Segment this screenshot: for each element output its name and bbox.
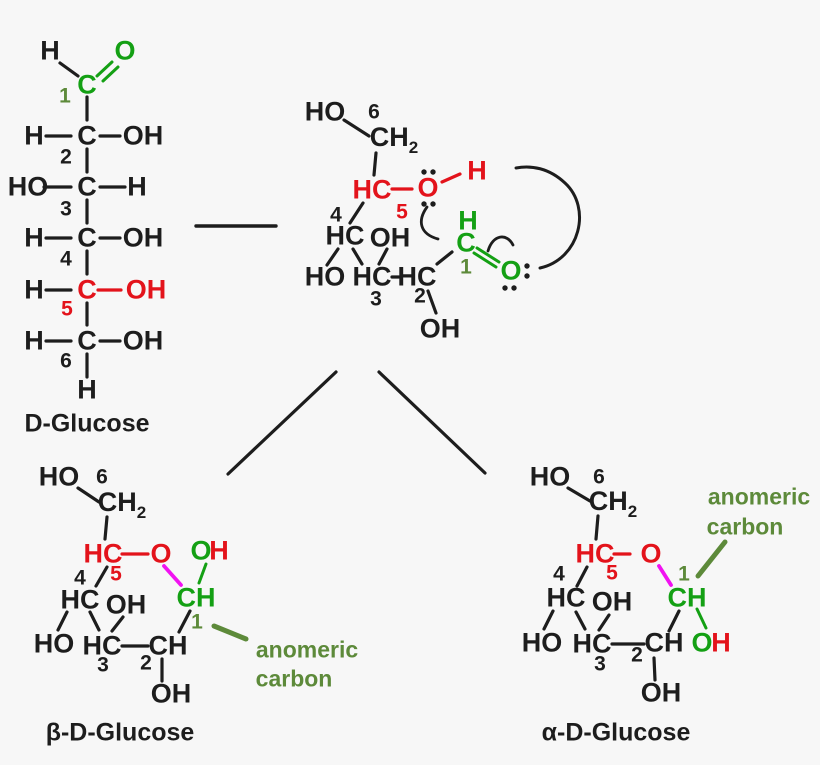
bond xyxy=(58,61,80,78)
double-bond-line xyxy=(475,246,501,264)
double-bond-line xyxy=(95,60,114,78)
bond xyxy=(440,172,462,184)
reaction-arrow-to-alpha xyxy=(377,370,487,475)
lone-pair-dot xyxy=(502,285,508,291)
bond xyxy=(88,610,101,632)
bond xyxy=(542,609,555,631)
lone-pair-dot xyxy=(524,273,530,279)
bond xyxy=(435,250,454,266)
bond xyxy=(103,515,109,541)
bond xyxy=(76,486,101,504)
bond xyxy=(566,486,592,503)
bond xyxy=(177,609,192,634)
bond xyxy=(695,607,708,630)
curved-arrow-pi-bond-shift xyxy=(486,235,515,253)
lone-pair-dot xyxy=(430,201,436,207)
reaction-arrow-to-beta xyxy=(226,370,338,476)
open-chain-bonds xyxy=(325,118,581,315)
lone-pair-dot xyxy=(421,169,427,175)
bond xyxy=(667,609,681,633)
bond xyxy=(348,201,365,225)
ring-o-c1-bond xyxy=(657,564,673,587)
bond xyxy=(325,247,340,267)
lone-pair-dot xyxy=(511,285,517,291)
bond xyxy=(94,565,109,588)
curved-arrow-nucleophilic-attack xyxy=(419,205,440,241)
bond xyxy=(594,514,600,541)
bond xyxy=(652,656,657,682)
bond xyxy=(351,247,364,266)
bond xyxy=(110,615,125,633)
lone-pair-dot xyxy=(430,169,436,175)
curved-arrow-proton-transfer xyxy=(514,165,581,270)
bond xyxy=(372,151,378,177)
lone-pair-dot xyxy=(524,263,530,269)
bond xyxy=(342,118,371,138)
bond xyxy=(426,289,438,315)
bond xyxy=(56,610,69,632)
beta-bonds xyxy=(56,486,208,683)
ring-o-c1-bond xyxy=(162,564,183,587)
double-bond-line xyxy=(101,65,120,83)
anomeric-arrow-beta xyxy=(211,623,249,642)
bond xyxy=(575,565,589,588)
bond xyxy=(197,562,208,585)
anomeric-arrow-alpha xyxy=(695,539,728,579)
alpha-bonds xyxy=(542,486,708,682)
bond xyxy=(597,613,611,632)
lone-pair-dot xyxy=(421,201,427,207)
double-bond-line xyxy=(472,251,498,269)
bond xyxy=(574,610,587,631)
bond xyxy=(377,247,389,266)
fischer-bonds xyxy=(42,60,127,379)
